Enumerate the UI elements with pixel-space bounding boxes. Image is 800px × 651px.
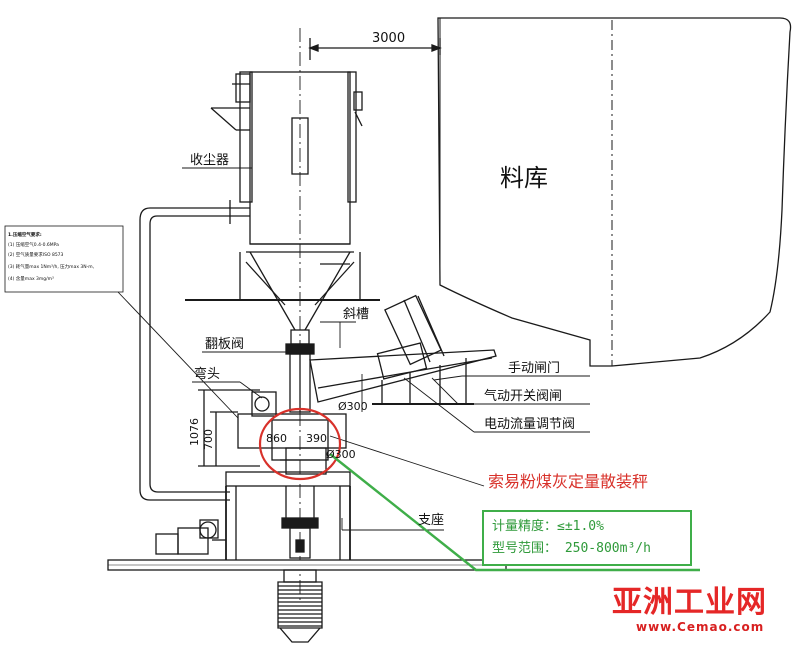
- dim-3000-label: 3000: [372, 31, 405, 46]
- dimension-3000: [308, 38, 442, 60]
- notes-frame: [4, 225, 124, 293]
- dust-collector-label: 收尘器: [190, 153, 229, 168]
- notes-line3: (3) 耗气量max 1Nm³/h, 压力max 3N-m,: [8, 263, 94, 270]
- warehouse-outline: [437, 17, 792, 367]
- dim-700: 700: [202, 429, 215, 450]
- air-pipe: [139, 200, 250, 501]
- green-pointer-line: [329, 453, 700, 572]
- warehouse-label: 料库: [500, 164, 548, 192]
- chute-label: 斜槽: [343, 307, 369, 322]
- notes-line2: (2) 空气质量要求ISO 8573: [8, 251, 64, 258]
- spec-accuracy: 计量精度：≤±1.0%: [492, 519, 604, 534]
- flow-valve-label: 电动流量调节阀: [484, 417, 575, 432]
- flap-valve-label: 翻板阀: [205, 337, 244, 352]
- chute: [309, 294, 497, 403]
- leader-lines: [117, 167, 590, 531]
- logo-watermark[interactable]: 亚洲工业网 www.Cemao.com: [612, 586, 792, 642]
- dust-collector: [185, 71, 380, 331]
- elbow-label: 弯头: [194, 366, 220, 382]
- blower-motor: [155, 519, 226, 555]
- spec-range: 型号范围： 250-800m³/h: [492, 541, 651, 556]
- chute-support: [372, 358, 474, 405]
- manual-gate-label: 手动闸门: [508, 361, 560, 376]
- support-frame: [225, 471, 351, 560]
- dim-phi300-b: Ø300: [326, 448, 356, 461]
- product-title: 索易粉煤灰定量散装秤: [488, 472, 649, 491]
- dimension-vertical: [198, 389, 260, 467]
- dim-860: 860: [266, 432, 287, 445]
- dim-1076: 1076: [188, 418, 201, 446]
- support-label: 支座: [418, 513, 444, 528]
- dim-390: 390: [306, 432, 327, 445]
- pneumatic-valve-label: 气动开关阀闸: [484, 388, 562, 404]
- flap-valve-assembly: [285, 329, 315, 413]
- ground-line: [107, 559, 507, 571]
- notes-line1: (1) 压缩空气0.4-0.6MPa: [8, 241, 59, 248]
- spec-callout: 计量精度：≤±1.0% 型号范围： 250-800m³/h: [482, 510, 692, 566]
- logo-name: 亚洲工业网: [612, 585, 767, 620]
- notes-title: 1.压缩空气要求:: [8, 231, 42, 238]
- weighing-unit: [237, 391, 347, 475]
- logo-url: www.Cemao.com: [636, 620, 765, 634]
- highlight-ellipse: [258, 407, 342, 481]
- notes-line4: (4) 含量max 3mg/m³: [8, 275, 54, 282]
- telescopic-spout: [277, 569, 323, 643]
- dim-phi300-a: Ø300: [338, 400, 368, 413]
